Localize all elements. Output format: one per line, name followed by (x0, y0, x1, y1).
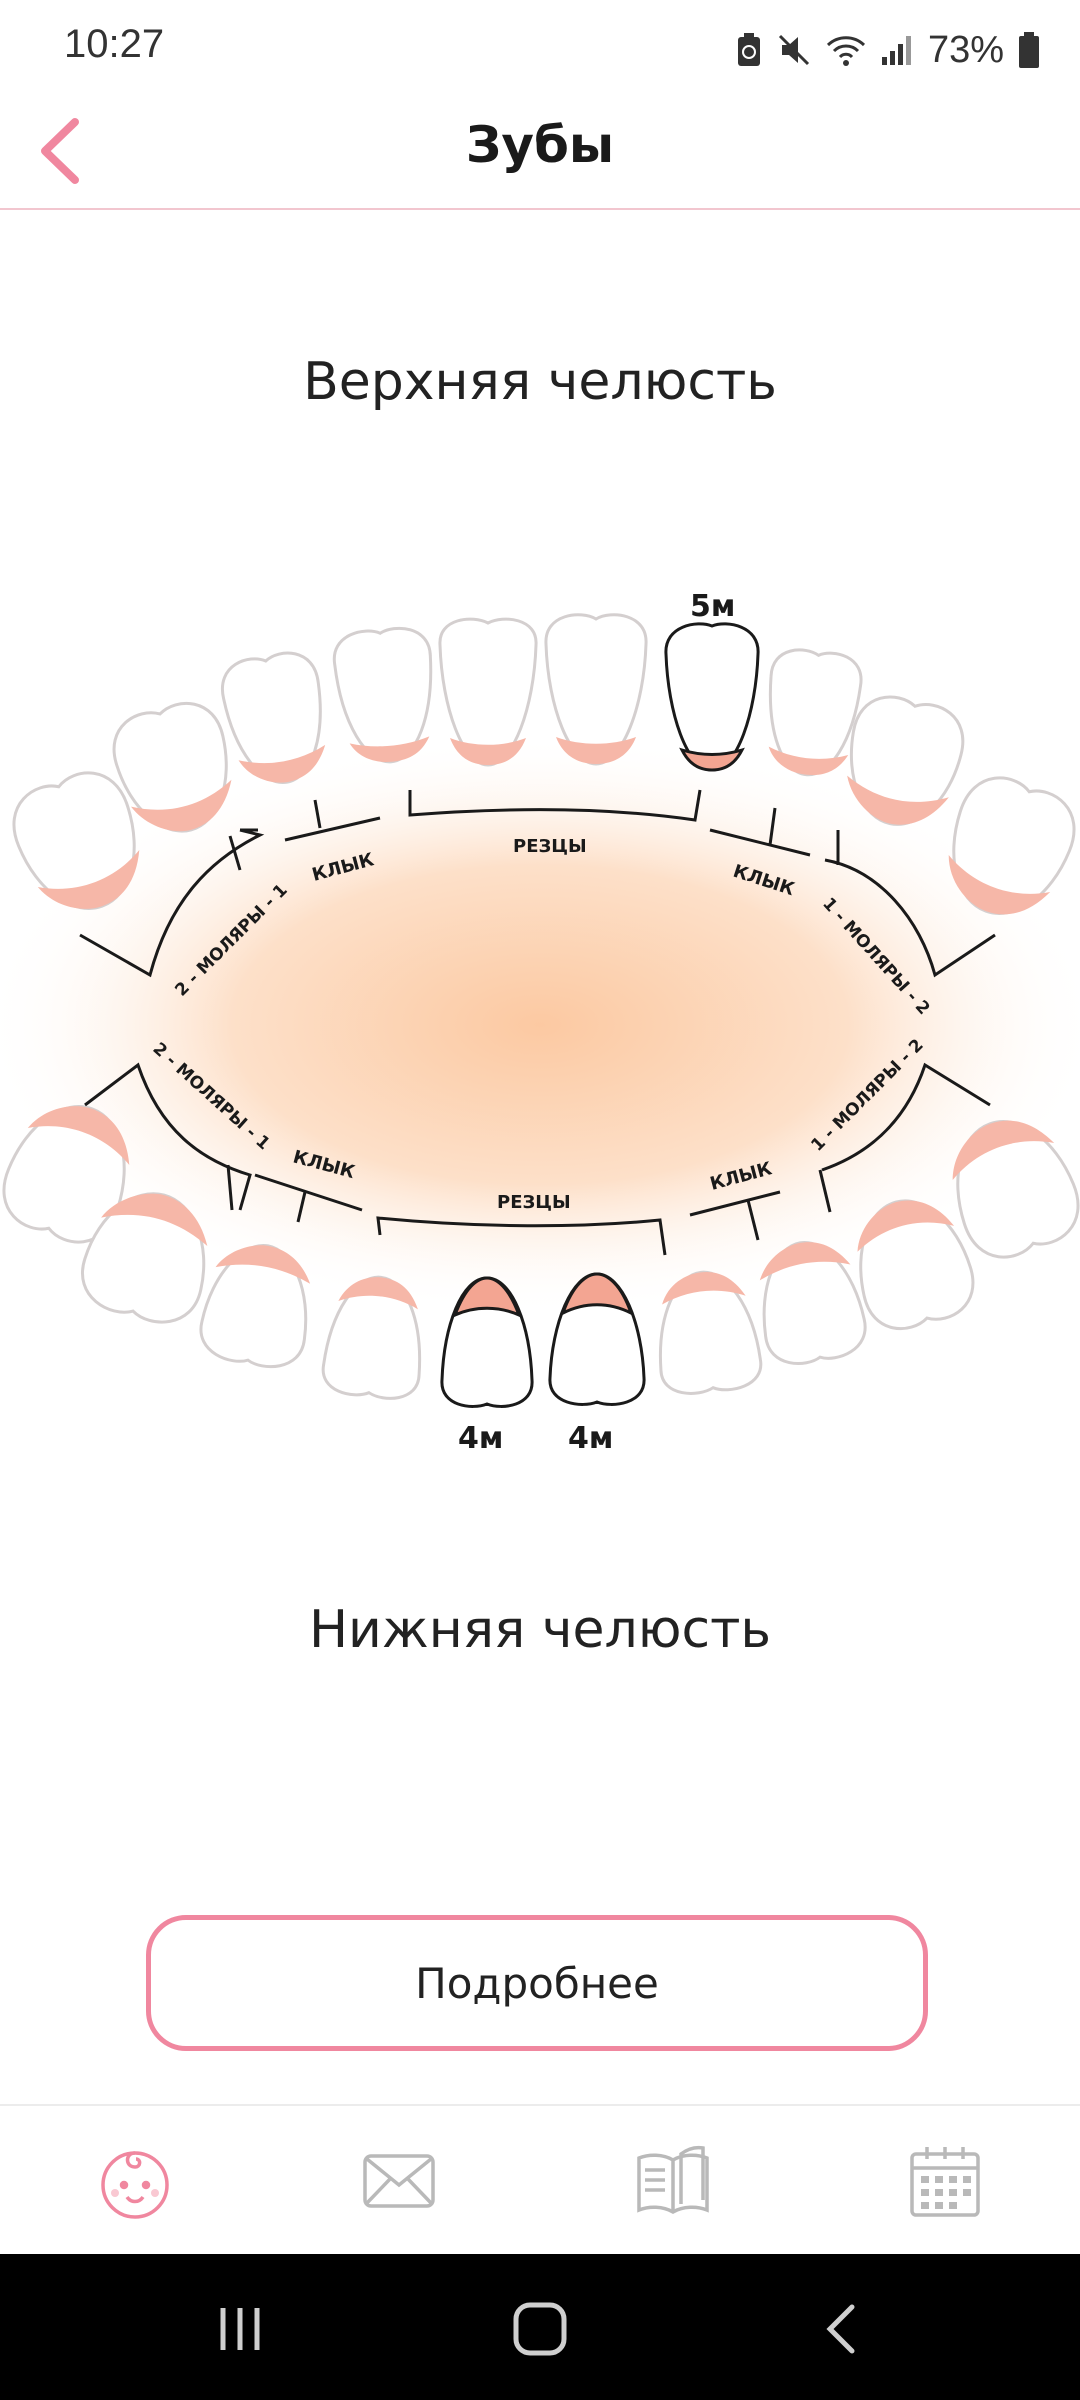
book-icon (637, 2145, 709, 2215)
nav-articles[interactable] (628, 2136, 718, 2226)
chevron-left-icon (41, 118, 79, 184)
home-button[interactable] (500, 2294, 580, 2364)
lower-teeth (2, 1104, 1080, 1408)
wifi-icon (826, 36, 865, 66)
system-back-button[interactable] (800, 2294, 880, 2364)
mouth-background (0, 735, 1080, 1315)
nav-messages[interactable] (354, 2136, 444, 2226)
upper-eruption-age: 5м (690, 589, 735, 624)
status-icons: 73% (736, 22, 1040, 78)
battery-percent: 73% (927, 28, 1004, 71)
lower-tooth-1st-molar-right[interactable] (843, 1188, 982, 1337)
upper-tooth-lateral-incisor-left[interactable] (332, 626, 439, 766)
upper-teeth (2, 613, 1080, 931)
lower-jaw-title: Нижняя челюсть (308, 1600, 772, 1660)
calendar-icon (910, 2147, 980, 2217)
upper-label-incisors: РЕЗЦЫ (513, 836, 587, 857)
nav-calendar[interactable] (900, 2136, 990, 2226)
recent-apps-button[interactable] (200, 2294, 280, 2364)
lower-tooth-erupted-right[interactable] (548, 1272, 646, 1406)
lower-group-brackets (84, 1062, 991, 1256)
upper-tooth-central-incisor-left[interactable] (438, 617, 538, 767)
status-bar: 10:27 73% (0, 0, 1080, 100)
bottom-nav (0, 2104, 1080, 2256)
app-header: Зубы (0, 100, 1080, 210)
envelope-icon (363, 2154, 435, 2208)
baby-face-icon (101, 2151, 169, 2219)
lower-tooth-2nd-molar-right[interactable] (935, 1104, 1080, 1268)
lower-tooth-lateral-incisor-right[interactable] (651, 1267, 763, 1396)
lower-eruption-age-left: 4м (458, 1421, 503, 1456)
upper-tooth-2nd-molar-left[interactable] (2, 762, 156, 926)
back-arrow-icon (826, 2304, 855, 2354)
upper-tooth-1st-molar-right[interactable] (931, 767, 1080, 931)
system-nav-bar (0, 2254, 1080, 2400)
mute-icon (778, 34, 809, 66)
lower-tooth-canine-right[interactable] (751, 1234, 870, 1369)
nav-baby[interactable] (90, 2136, 180, 2226)
upper-tooth-canine-right[interactable] (836, 690, 970, 835)
back-button[interactable] (14, 106, 104, 196)
battery-icon (1019, 32, 1039, 68)
upper-tooth-erupted[interactable] (664, 622, 760, 772)
teeth-diagram: 2 - МОЛЯРЫ - 1 КЛЫК РЕЗЦЫ КЛЫК 1 - МОЛЯР… (0, 589, 1080, 1456)
upper-tooth-canine-left[interactable] (218, 648, 335, 790)
upper-tooth-central-incisor-right[interactable] (544, 613, 648, 766)
lower-eruption-age-right: 4м (568, 1421, 613, 1456)
lower-tooth-lateral-incisor-left[interactable] (321, 1272, 429, 1401)
upper-tooth-lateral-incisor-right[interactable] (761, 647, 864, 779)
battery-saver-icon (737, 33, 760, 66)
upper-tooth-1st-molar-left[interactable] (106, 695, 245, 844)
lower-tooth-erupted-left[interactable] (440, 1276, 534, 1408)
lower-tooth-1st-molar-left[interactable] (74, 1180, 222, 1332)
home-icon (513, 2302, 567, 2356)
lower-tooth-canine-left[interactable] (196, 1237, 319, 1372)
upper-jaw-title: Верхняя челюсть (303, 352, 777, 412)
status-time: 10:27 (64, 22, 165, 66)
lower-label-incisors: РЕЗЦЫ (497, 1192, 571, 1213)
upper-group-brackets (79, 789, 996, 978)
page-title: Зубы (465, 116, 615, 174)
more-button[interactable]: Подробнее (146, 1915, 928, 2051)
recent-apps-icon (220, 2308, 260, 2350)
signal-icon (881, 36, 911, 65)
